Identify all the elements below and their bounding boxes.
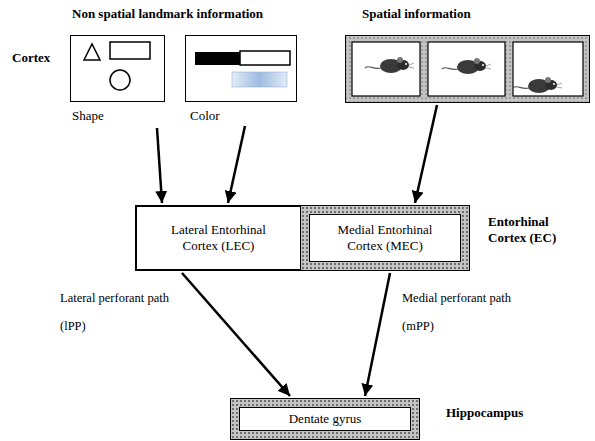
box-outline: Dentate gyrus — [230, 398, 420, 440]
node-text: Dentate gyrus — [289, 411, 362, 427]
pathway-label: Lateral perforant path (lPP) — [60, 284, 182, 340]
region-label: Cortex — [12, 50, 50, 66]
inner-panel: Dentate gyrus — [239, 407, 411, 431]
node-text: Spatial information — [362, 6, 471, 22]
texture-ground — [345, 35, 590, 103]
box-outline — [70, 35, 165, 102]
shape-box: Shape — [70, 35, 167, 126]
white-swatch — [240, 51, 290, 65]
text-holder: Lateral Entorhinal Cortex (LEC) — [137, 207, 300, 269]
rat-icon — [442, 58, 491, 74]
dentate-box: Dentate gyrus — [230, 398, 420, 440]
region-label: Hippocampus — [446, 405, 523, 421]
blue-swatch — [232, 72, 287, 87]
box-outline: Medial Entorhinal Cortex (MEC) — [300, 205, 470, 271]
lec-box: Lateral Entorhinal Cortex (LEC) — [135, 205, 302, 271]
rat-icon — [365, 57, 414, 73]
inner-panel: Medial Entorhinal Cortex (MEC) — [309, 214, 461, 262]
black-swatch — [195, 52, 240, 65]
connector-arrow — [228, 126, 245, 203]
arena-panel — [428, 42, 505, 96]
connector-arrow — [182, 273, 290, 396]
arena-panel — [352, 42, 420, 96]
spatial-box: Spatial information — [345, 6, 590, 103]
arena-panel — [513, 42, 583, 96]
circle-shape — [110, 70, 130, 90]
rectangle-shape — [110, 42, 150, 59]
connector-arrow — [415, 105, 437, 203]
connector-arrow — [365, 273, 390, 396]
region-label: Entorhinal Cortex (EC) — [488, 214, 583, 247]
node-text: Shape — [72, 108, 104, 124]
rat-icon — [513, 77, 562, 93]
box-outline — [185, 35, 297, 102]
node-text: Lateral Entorhinal Cortex (LEC) — [156, 222, 281, 255]
mec-box: Medial Entorhinal Cortex (MEC) — [300, 205, 470, 271]
pathway-label: Medial perforant path (mPP) — [402, 284, 527, 340]
group-heading: Non spatial landmark information — [72, 6, 263, 22]
node-text: Color — [190, 108, 220, 124]
box-outline — [345, 35, 590, 103]
box-outline: Lateral Entorhinal Cortex (LEC) — [135, 205, 302, 271]
connector-arrow — [157, 128, 162, 203]
triangle-shape — [84, 44, 100, 60]
node-text: Medial Entorhinal Cortex (MEC) — [323, 222, 448, 255]
color-box: Color — [185, 35, 297, 124]
